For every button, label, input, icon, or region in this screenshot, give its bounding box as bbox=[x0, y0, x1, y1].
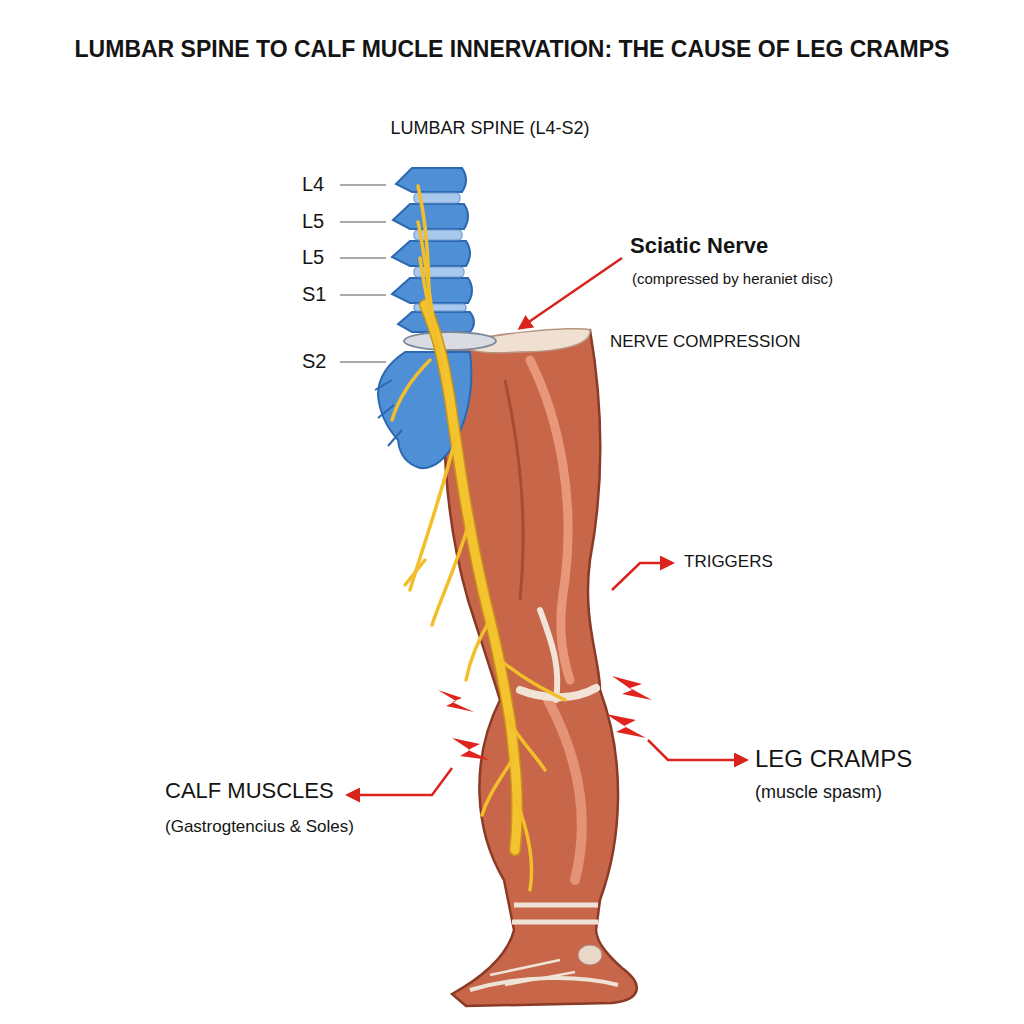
cramps-label: LEG CRAMPS bbox=[755, 745, 912, 773]
cramp-bolts bbox=[438, 676, 652, 760]
vertebra-label: L4 bbox=[302, 173, 324, 196]
vertebra-leaders bbox=[340, 185, 386, 362]
nerve-note: (compressed by heraniet disc) bbox=[632, 270, 833, 287]
cramps-label-text: LEG CRAMPS bbox=[755, 745, 912, 772]
section-heading: LUMBAR SPINE (L4-S2) bbox=[390, 118, 589, 139]
nerve-arrow bbox=[520, 258, 622, 328]
calf-label-text: CALF MUSCLES bbox=[165, 778, 334, 803]
calf-arrow bbox=[348, 768, 452, 795]
vertebra-label-text: L5 bbox=[302, 246, 324, 268]
title: LUMBAR SPINE TO CALF MUCLE INNERVATION: … bbox=[75, 36, 950, 62]
calf-label: CALF MUSCLES bbox=[165, 778, 334, 803]
compression-label-text: NERVE COMPRESSION bbox=[610, 332, 801, 351]
cramps-arrow bbox=[648, 740, 746, 760]
vertebra-label: S1 bbox=[302, 283, 326, 306]
nerve-note-text: (compressed by heraniet disc) bbox=[632, 270, 833, 287]
title-text: LUMBAR SPINE TO CALF MUCLE INNERVATION: … bbox=[75, 36, 950, 62]
vertebra-label-text: L4 bbox=[302, 173, 324, 195]
vertebra-label-text: S1 bbox=[302, 283, 326, 305]
vertebra-label: L5 bbox=[302, 210, 324, 233]
triggers-label: TRIGGERS bbox=[684, 552, 773, 572]
vertebra-label: S2 bbox=[302, 350, 326, 373]
herniated-disc bbox=[404, 332, 496, 350]
nerve-label: Sciatic Nerve bbox=[630, 233, 768, 258]
sciatic-nerve bbox=[392, 186, 565, 890]
section-heading-text: LUMBAR SPINE (L4-S2) bbox=[390, 118, 589, 138]
calf-note: (Gastrogtencius & Soles) bbox=[165, 817, 354, 837]
leg-muscles bbox=[444, 329, 637, 1006]
vertebra-label: L5 bbox=[302, 246, 324, 269]
triggers-label-text: TRIGGERS bbox=[684, 552, 773, 571]
vertebra-label-text: L5 bbox=[302, 210, 324, 232]
cramps-note: (muscle spasm) bbox=[755, 782, 882, 803]
vertebra-label-text: S2 bbox=[302, 350, 326, 372]
compression-label: NERVE COMPRESSION bbox=[610, 332, 801, 352]
cramps-note-text: (muscle spasm) bbox=[755, 782, 882, 802]
nerve-label-text: Sciatic Nerve bbox=[630, 233, 768, 258]
triggers-arrow bbox=[612, 563, 672, 590]
calf-note-text: (Gastrogtencius & Soles) bbox=[165, 817, 354, 836]
